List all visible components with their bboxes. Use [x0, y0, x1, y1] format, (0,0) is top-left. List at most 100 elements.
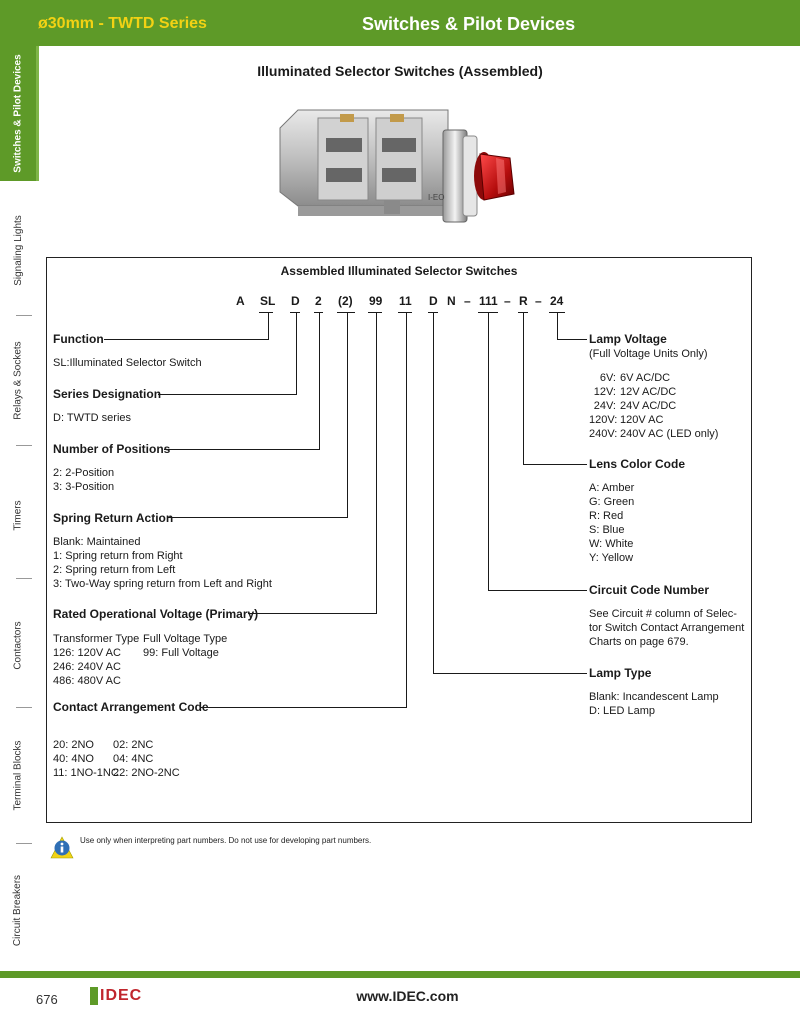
ordering-code-box — [46, 257, 752, 823]
code-part: 24 — [550, 294, 564, 308]
sidebar-item-signaling-lights[interactable]: Signaling Lights — [12, 214, 24, 286]
product-photo: I-EO — [279, 109, 515, 223]
sidebar-active-tab[interactable] — [0, 46, 36, 181]
code-underline — [259, 312, 273, 313]
lamp-voltage-code: 24V: — [593, 400, 616, 412]
code-underline — [368, 312, 382, 313]
sidebar-item-relays[interactable]: Relays & Sockets — [12, 340, 24, 420]
logo-mark — [90, 987, 98, 1005]
leader-line — [347, 313, 348, 517]
page-number: 676 — [36, 992, 58, 1007]
code-underline — [549, 312, 565, 313]
page-title: Illuminated Selector Switches (Assembled… — [257, 63, 543, 79]
voltage-text: 486: 480V AC — [53, 675, 121, 687]
code-underline — [314, 312, 323, 313]
sidebar-item-circuit-breakers[interactable]: Circuit Breakers — [12, 874, 24, 946]
sidebar-divider — [16, 843, 32, 844]
spring-heading: Spring Return Action — [53, 511, 174, 525]
idec-logo: IDEC — [90, 986, 142, 1006]
code-underline — [518, 312, 528, 313]
lamp-voltage-code: 6V: — [599, 372, 616, 384]
leader-line — [268, 313, 269, 339]
photo-marking: I-EO — [428, 193, 444, 202]
spring-text: 1: Spring return from Right — [53, 550, 183, 562]
spring-text: 2: Spring return from Left — [53, 564, 176, 576]
leader-line — [433, 313, 434, 673]
sidebar-divider — [16, 707, 32, 708]
lamp-voltage-value: 240V AC (LED only) — [620, 428, 719, 440]
circuit-heading: Circuit Code Number — [589, 583, 710, 597]
leader-line — [488, 313, 489, 590]
lamp-type-text: D: LED Lamp — [589, 705, 656, 717]
leader-line — [104, 339, 269, 340]
spring-text: 3: Two-Way spring return from Left and R… — [53, 578, 272, 590]
function-heading: Function — [53, 332, 104, 346]
sidebar-divider — [16, 578, 32, 579]
lamp-voltage-code: 120V: — [589, 414, 618, 426]
lens-text: Y: Yellow — [589, 552, 634, 564]
voltage-text: 99: Full Voltage — [143, 647, 219, 659]
code-part: R — [519, 294, 528, 308]
lamp-type-heading: Lamp Type — [589, 666, 652, 680]
code-part: – — [504, 294, 511, 308]
logo-text: IDEC — [100, 987, 143, 1004]
code-part: D — [291, 294, 300, 308]
leader-line — [248, 613, 377, 614]
leader-line — [376, 313, 377, 613]
positions-text: 2: 2-Position — [53, 467, 115, 479]
leader-line — [433, 673, 587, 674]
header-bar: ø30mm - TWTD Series Switches & Pilot Dev… — [0, 0, 800, 46]
lens-text: R: Red — [589, 510, 624, 522]
code-underline — [337, 312, 355, 313]
website-link[interactable]: www.IDEC.com — [356, 988, 459, 1004]
voltage-text: 246: 240V AC — [53, 661, 121, 673]
sidebar-item-terminal-blocks[interactable]: Terminal Blocks — [12, 739, 24, 811]
code-part: – — [535, 294, 542, 308]
code-part: – — [464, 294, 471, 308]
lamp-voltage-sub: (Full Voltage Units Only) — [589, 348, 708, 360]
contact-text: 04: 4NC — [113, 753, 154, 765]
contact-text: 02: 2NC — [113, 739, 154, 751]
voltage-text: 126: 120V AC — [53, 647, 121, 659]
lamp-voltage-value: 120V AC — [620, 414, 664, 426]
positions-text: 3: 3-Position — [53, 481, 115, 493]
code-underline — [478, 312, 498, 313]
code-underline — [428, 312, 438, 313]
sidebar-divider — [16, 315, 32, 316]
voltage-text: Transformer Type — [53, 633, 140, 645]
code-part: 2 — [315, 294, 322, 308]
leader-line — [319, 313, 320, 449]
voltage-heading: Rated Operational Voltage (Primary) — [53, 607, 259, 621]
lens-text: S: Blue — [589, 524, 625, 536]
code-part: 111 — [479, 294, 498, 308]
lamp-voltage-heading: Lamp Voltage — [589, 332, 667, 346]
lens-heading: Lens Color Code — [589, 457, 686, 471]
leader-line — [523, 464, 587, 465]
contact-text: 40: 4NO — [53, 753, 94, 765]
function-text: SL:Illuminated Selector Switch — [53, 357, 202, 369]
lamp-voltage-value: 24V AC/DC — [620, 400, 677, 412]
voltage-text: Full Voltage Type — [143, 633, 228, 645]
leader-line — [164, 449, 320, 450]
lens-text: A: Amber — [589, 482, 635, 494]
info-icon — [50, 836, 74, 859]
circuit-text: tor Switch Contact Arrangement — [589, 622, 745, 634]
code-underline — [398, 312, 412, 313]
spring-text: Blank: Maintained — [53, 536, 141, 548]
usage-note: Use only when interpreting part numbers.… — [80, 836, 372, 845]
footer-bar — [0, 971, 800, 978]
box-title: Assembled Illuminated Selector Switches — [280, 264, 518, 278]
code-part: A — [236, 294, 245, 308]
code-part: 99 — [369, 294, 383, 308]
sidebar-item-timers[interactable]: Timers — [12, 499, 24, 531]
contact-text: 20: 2NO — [53, 739, 94, 751]
lamp-type-text: Blank: Incandescent Lamp — [589, 691, 719, 703]
circuit-text: Charts on page 679. — [589, 636, 689, 648]
contact-text: 11: 1NO-1NC — [53, 767, 119, 779]
leader-line — [200, 707, 407, 708]
leader-line — [296, 313, 297, 394]
sidebar-item-contactors[interactable]: Contactors — [12, 620, 24, 670]
contact-text: 22: 2NO-2NC — [113, 767, 180, 779]
code-part: 11 — [399, 294, 412, 308]
lens-text: G: Green — [589, 496, 635, 508]
